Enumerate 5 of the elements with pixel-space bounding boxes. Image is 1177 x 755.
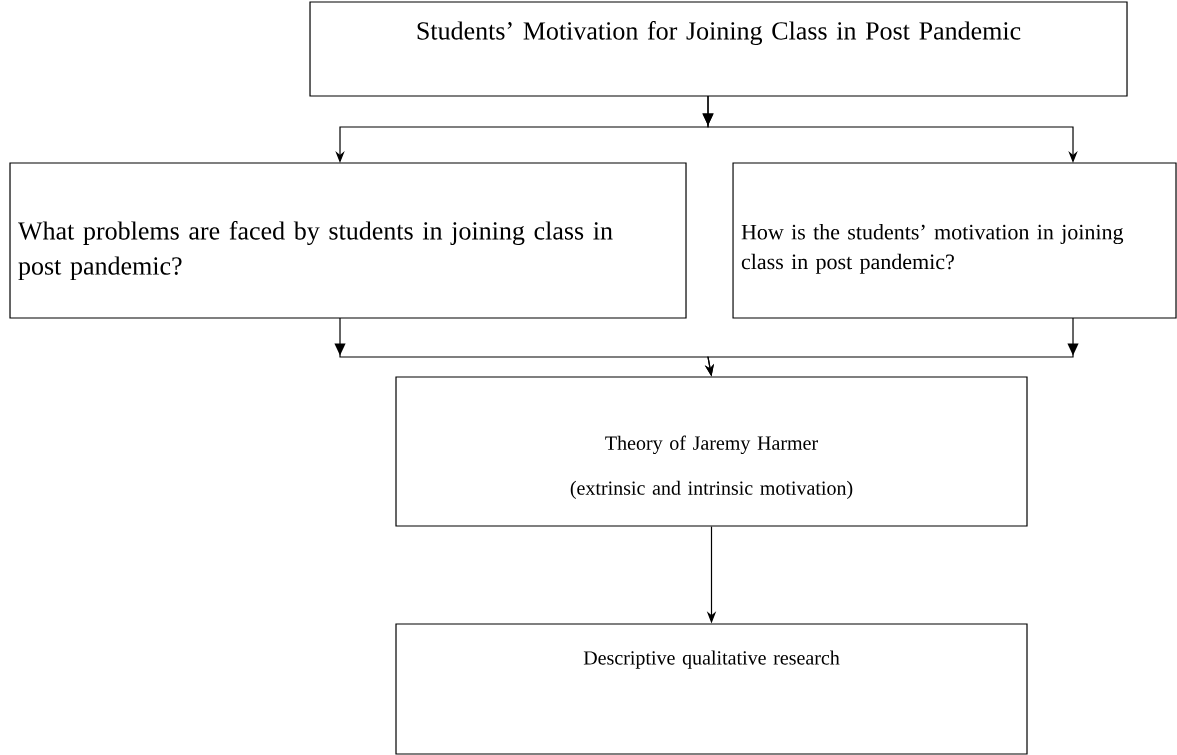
process-box: How is the students’ motivation in joining class in post pandemic?	[732, 162, 1177, 319]
process-box: Descriptive qualitative research	[395, 623, 1028, 755]
process-box: What problems are faced by students in joining class in post pandemic?	[9, 162, 687, 319]
process-box: Students’ Motivation for Joining Class in Post Pandemic	[309, 1, 1128, 97]
process-box: Theory of Jaremy Harmer (extrinsic and intrinsic motivation)	[395, 376, 1028, 527]
